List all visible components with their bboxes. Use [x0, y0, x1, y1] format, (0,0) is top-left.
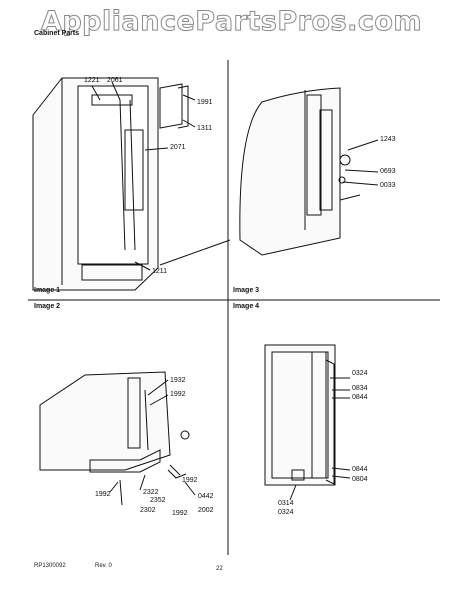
- part-label: 1243: [380, 136, 396, 143]
- part-label: 0844: [352, 466, 368, 473]
- part-label: 1992: [182, 477, 198, 484]
- watermark-logo: AppliancePartsPros.com: [40, 6, 423, 38]
- part-label: 1311: [197, 125, 213, 132]
- image3-drawing: [239, 87, 379, 256]
- part-label: 0804: [352, 476, 368, 483]
- image4-caption: Image 4: [233, 303, 260, 310]
- part-label: 0324: [352, 370, 368, 377]
- image4-drawing: [264, 344, 351, 501]
- image3-caption: Image 3: [233, 287, 260, 294]
- part-label: 1992: [170, 391, 186, 398]
- part-label: 1992: [95, 491, 111, 498]
- part-label: 0324: [278, 509, 294, 516]
- image1-drawing: [32, 77, 231, 291]
- part-label: 2071: [170, 144, 186, 151]
- image2-drawing: [39, 371, 196, 506]
- part-label: 2002: [198, 507, 214, 514]
- part-label: 1932: [170, 377, 186, 384]
- document-code: RP1300092: [34, 563, 66, 569]
- part-label: 1992: [172, 510, 188, 517]
- page-number: 22: [216, 566, 223, 572]
- image1-caption: Image 1: [34, 287, 61, 294]
- part-label: 2061: [107, 77, 123, 84]
- part-label: 1991: [197, 99, 213, 106]
- part-label: 1211: [152, 268, 168, 275]
- part-label: 2322: [143, 489, 159, 496]
- part-label: 0033: [380, 182, 396, 189]
- part-label: 2352: [150, 497, 166, 504]
- revision: Rev. 0: [95, 563, 112, 569]
- part-label: 0844: [352, 394, 368, 401]
- image2-caption: Image 2: [34, 303, 61, 310]
- part-label: 0693: [380, 168, 396, 175]
- part-label: 1221: [84, 77, 100, 84]
- page-title: Cabinet Parts: [34, 30, 80, 37]
- part-label: 2302: [140, 507, 156, 514]
- part-label: 0314: [278, 500, 294, 507]
- part-label: 0442: [198, 493, 214, 500]
- part-label: 0834: [352, 385, 368, 392]
